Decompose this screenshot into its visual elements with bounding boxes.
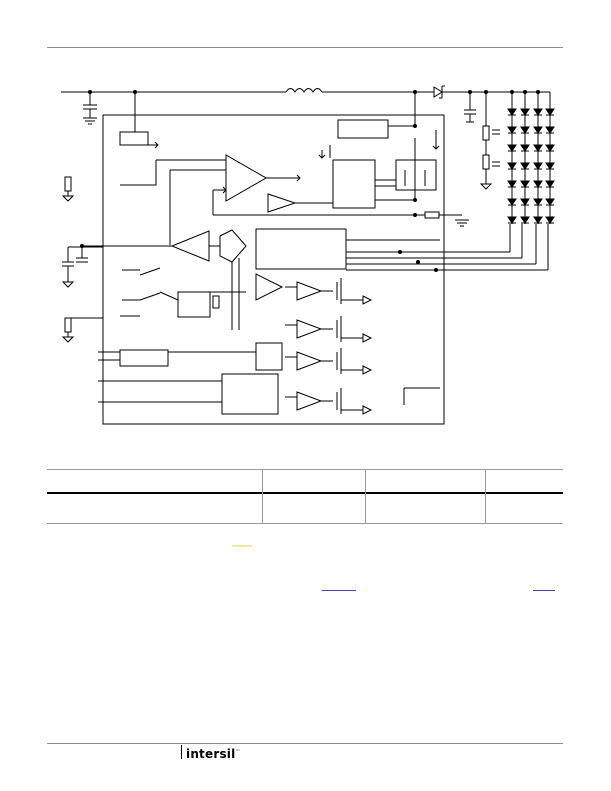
led-diode [533,216,543,224]
led-diode [533,162,543,170]
led-diode [533,108,543,116]
footer-divider [181,745,182,759]
inductor-symbol [285,88,323,93]
comparator-symbol [267,193,297,213]
ordering-table [47,469,563,524]
led-diode [520,144,530,152]
led-diode [545,144,555,152]
input-capacitor [83,92,97,125]
led-diode [507,198,517,206]
vin-regulator [119,92,159,149]
sense-resistor [424,211,440,219]
enable-switches [120,267,246,318]
led-diode [520,180,530,188]
oscillator-block [337,119,389,139]
led-diode [533,180,543,188]
logo-text: intersil [186,747,236,761]
channel-drivers [255,273,373,415]
channel-driver [285,388,373,415]
output-switch [375,138,437,202]
intersil-logo: intersil™ [186,747,241,761]
led-diode [545,216,555,224]
led-diode [533,126,543,134]
error-amplifier [120,154,417,245]
channel-driver [285,278,373,305]
led-diode [545,180,555,188]
led-diode [520,108,530,116]
led-diode [507,216,517,224]
highlight-mark [232,545,252,547]
led-strings [507,92,555,224]
led-diode [507,162,517,170]
left-components [61,176,103,343]
led-diode [545,108,555,116]
led-diode [533,144,543,152]
logo-trademark: ™ [235,749,241,755]
led-diode [520,162,530,170]
header-rule [47,47,563,48]
control-logic-block [332,159,376,209]
led-diode [507,180,517,188]
supply-rail [61,85,550,99]
led-diode [545,126,555,134]
led-diode [520,126,530,134]
schottky-diode-symbol [433,86,443,98]
led-diode [533,198,543,206]
figure-link[interactable] [322,590,356,591]
output-filter [464,92,500,190]
led-diode [507,144,517,152]
current-amplifier [80,224,549,330]
footer-rule [47,743,563,744]
channel-driver [285,316,373,343]
led-diode [545,198,555,206]
led-diode [520,198,530,206]
bottom-inputs [98,342,440,415]
block-diagram [61,85,555,425]
channel-driver [285,348,373,375]
led-diode [507,126,517,134]
led-diode [545,162,555,170]
channel-comparator [255,273,284,301]
led-diode [520,216,530,224]
table-link[interactable] [533,590,555,591]
led-diode [507,108,517,116]
